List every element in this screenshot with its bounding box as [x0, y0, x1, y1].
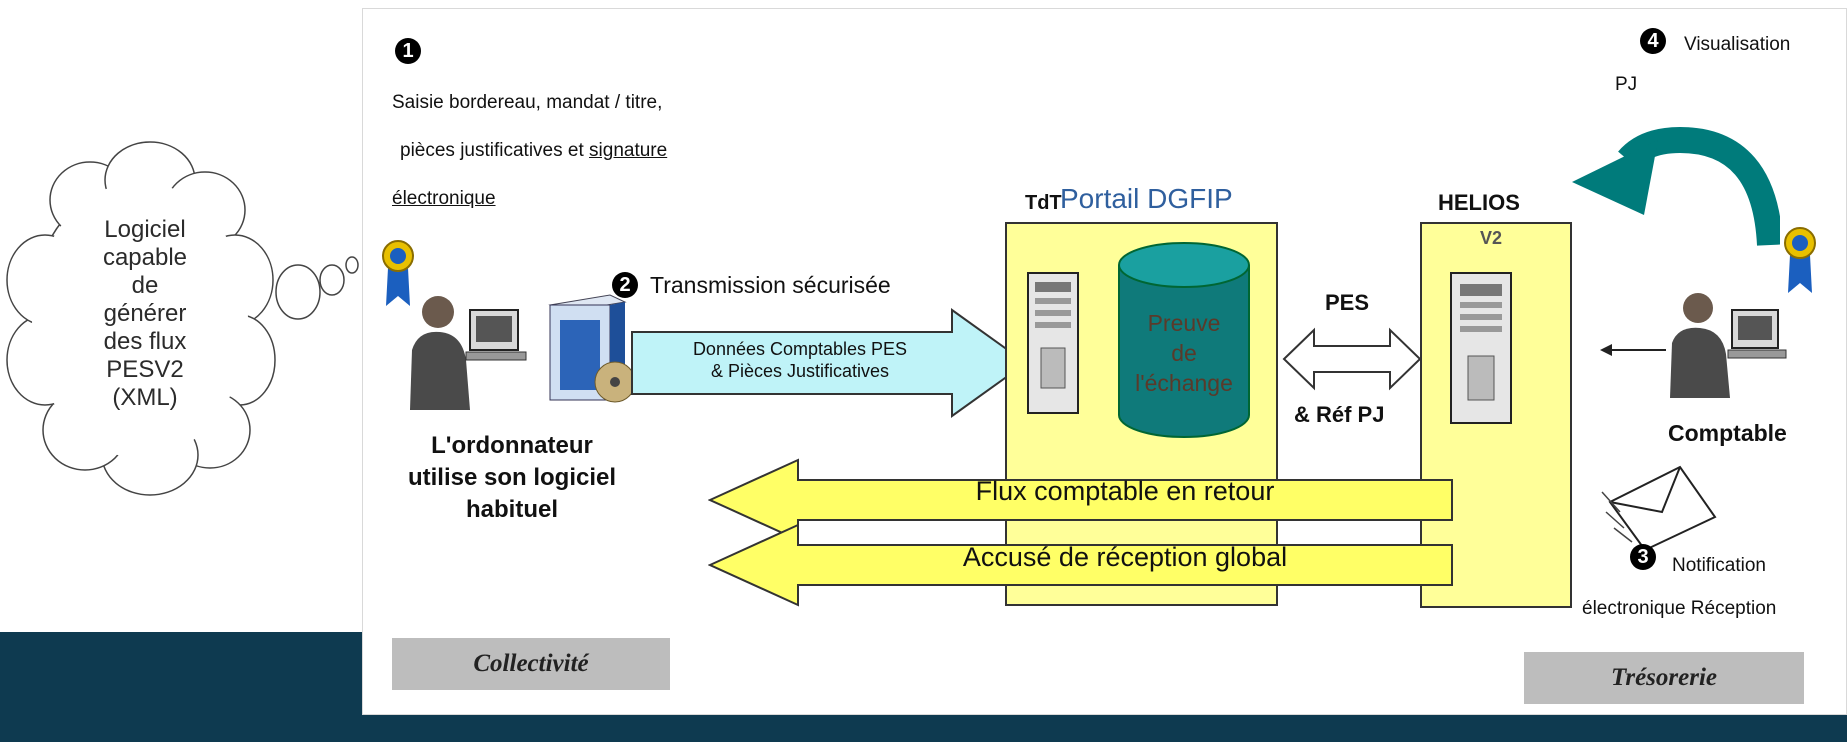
- step-4-badge: 4: [1640, 28, 1666, 54]
- accuse-reception-label: Accusé de réception global: [962, 542, 1288, 572]
- helios-subtitle: V2: [1480, 228, 1503, 248]
- person-computer-icon: [400, 290, 530, 415]
- software-box-icon: [545, 290, 636, 415]
- helios-server-icon: [1446, 268, 1516, 433]
- ordonnateur-label: L'ordonnateur utilise son logiciel habit…: [362, 430, 662, 526]
- step-2-badge: 2: [612, 272, 638, 298]
- step-2-label: Transmission sécurisée: [650, 272, 891, 298]
- step-1-line1: Saisie bordereau, mandat / titre,: [392, 92, 663, 113]
- arrow-data-label: Données Comptables PES & Pièces Justific…: [650, 338, 950, 382]
- ordonnateur-line3: habituel: [465, 496, 558, 523]
- db-line: Preuve: [1147, 310, 1221, 336]
- flux-retour-label: Flux comptable en retour: [975, 476, 1275, 506]
- preuve-echange-label: Preuve de l'échange: [1117, 308, 1251, 398]
- tdt-server-icon: [1023, 268, 1083, 423]
- ribbon-icon: [378, 238, 418, 313]
- data-transmission-arrow: [630, 308, 1030, 423]
- cloud-line: (XML): [112, 384, 178, 411]
- comptable-ribbon-icon: [1780, 225, 1820, 300]
- cloud-text: Logiciel capable de générer des flux PES…: [60, 216, 230, 412]
- db-line: l'échange: [1135, 370, 1233, 396]
- comptable-label: Comptable: [1668, 420, 1787, 446]
- collectivite-zone-label: Collectivité: [392, 638, 670, 690]
- signature-link[interactable]: signature: [589, 140, 668, 161]
- step-4-line1: Visualisation: [1684, 34, 1791, 55]
- cloud-line: de: [131, 272, 159, 299]
- pes-label: PES: [1325, 290, 1370, 315]
- cloud-line: capable: [102, 244, 188, 271]
- ordonnateur-line1: L'ordonnateur: [431, 432, 593, 459]
- tresorerie-zone-label: Trésorerie: [1524, 652, 1804, 704]
- arrow-data-line1: Données Comptables PES: [692, 339, 908, 359]
- cloud-line: des flux: [103, 328, 187, 355]
- cloud-line: Logiciel: [104, 216, 186, 243]
- step-3-badge: 3: [1630, 544, 1656, 570]
- step-1-badge: 1: [395, 38, 421, 64]
- visualisation-curved-arrow: [1570, 120, 1783, 255]
- tdt-small-label: TdT: [1025, 192, 1062, 214]
- comptable-pointer-arrow: [1598, 340, 1668, 365]
- cloud-shape-icon: [6, 141, 359, 496]
- electronique-link[interactable]: électronique: [392, 188, 496, 209]
- step-4-line2: PJ: [1615, 74, 1638, 95]
- cloud-line: PESV2: [106, 356, 184, 383]
- helios-title: HELIOS: [1438, 190, 1520, 215]
- tresorerie-text: Trésorerie: [1611, 664, 1717, 691]
- portail-dgfip-title: Portail DGFIP: [1060, 183, 1233, 214]
- comptable-person-computer-icon: [1660, 288, 1790, 403]
- exchange-double-arrow: [1282, 326, 1422, 397]
- db-line: de: [1171, 340, 1197, 366]
- database-icon: [1114, 240, 1254, 445]
- accuse-reception-arrow: [707, 523, 1454, 612]
- step-1-line2-prefix: pièces justificatives et: [400, 140, 584, 161]
- step-3-line1: Notification: [1672, 555, 1766, 576]
- step-1-line2: pièces justificatives et signature: [400, 140, 667, 162]
- collectivite-text: Collectivité: [473, 650, 589, 677]
- cloud-line: générer: [103, 300, 187, 327]
- ordonnateur-line2: utilise son logiciel: [407, 464, 617, 491]
- ref-pj-label: & Réf PJ: [1294, 402, 1385, 427]
- arrow-data-line2: & Pièces Justificatives: [710, 361, 890, 381]
- envelope-icon: [1600, 462, 1720, 557]
- step-3-line2: électronique Réception: [1582, 598, 1777, 619]
- thought-cloud: Logiciel capable de générer des flux PES…: [0, 140, 380, 500]
